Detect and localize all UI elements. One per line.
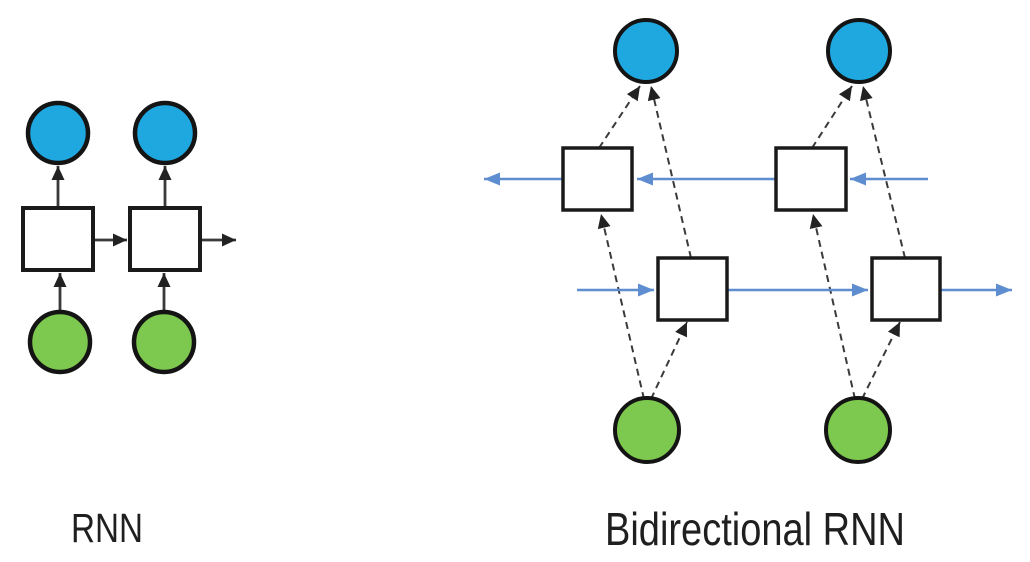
birnn-backward-hidden-box-2 [774,146,848,212]
bidirectional-rnn-label: Bidirectional RNN [605,503,905,555]
rnn-output-node-2 [132,100,198,166]
birnn-input-node-2 [824,396,892,464]
birnn-arrow-input1-to-forward1 [650,321,688,400]
bidirectional-rnn-diagram: Bidirectional RNN [484,18,1012,555]
birnn-input-node-1 [613,396,681,464]
birnn-backward-hidden-box-1 [561,146,634,212]
rnn-input-node-2 [131,309,197,375]
rnn-output-node-1 [25,100,91,166]
rnn-hidden-box-2 [128,206,202,272]
birnn-arrow-backward2-to-output2 [811,85,853,149]
rnn-label: RNN [71,505,143,551]
birnn-arrow-forward1-to-output1 [647,85,692,259]
birnn-output-node-2 [826,18,892,84]
birnn-arrow-input1-to-backward1 [597,213,645,400]
birnn-arrow-input2-to-forward2 [861,321,901,400]
birnn-forward-hidden-box-1 [656,256,729,322]
rnn-diagram: RNN [21,100,236,551]
rnn-hidden-box-1 [21,206,95,272]
birnn-output-node-1 [613,18,679,84]
birnn-arrow-forward2-to-output2 [860,85,906,259]
birnn-forward-hidden-box-2 [870,256,942,322]
rnn-input-node-1 [27,309,93,375]
birnn-arrow-backward1-to-output1 [598,85,641,149]
birnn-arrow-input2-to-backward2 [809,213,856,400]
